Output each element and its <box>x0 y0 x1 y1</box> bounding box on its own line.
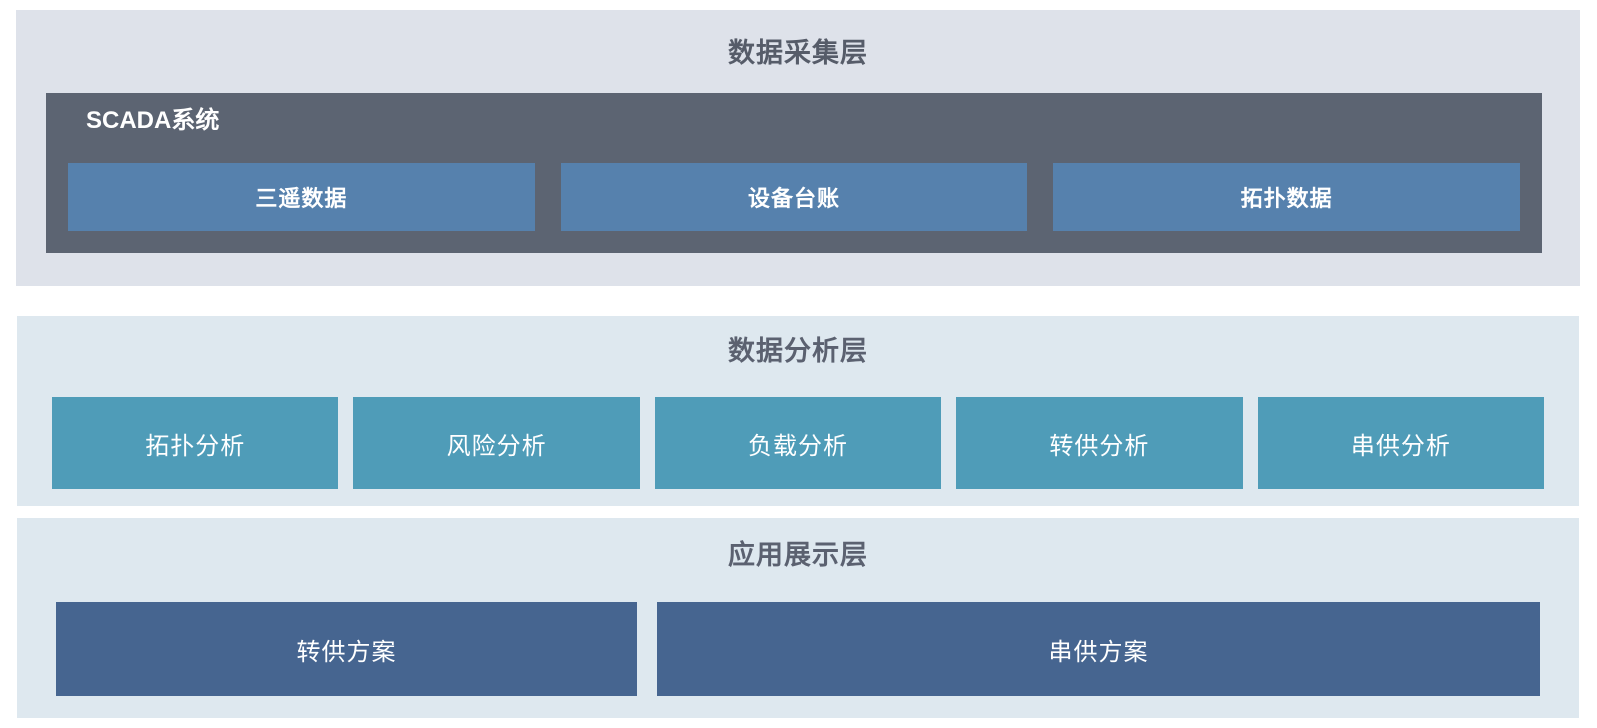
analysis-item-topology[interactable]: 拓扑分析 <box>52 397 339 489</box>
scada-group-label: SCADA系统 <box>86 107 220 134</box>
application-item-series-supply-plan[interactable]: 串供方案 <box>656 602 1540 696</box>
scada-group-box: SCADA系统 三遥数据 设备台账 拓扑数据 <box>46 93 1542 253</box>
scada-item-row: 三遥数据 设备台账 拓扑数据 <box>68 163 1521 231</box>
scada-item-equipment-ledger[interactable]: 设备台账 <box>560 163 1028 231</box>
layer-title-data-analysis: 数据分析层 <box>728 336 868 366</box>
layer-panel-application-presentation: 应用展示层 转供方案 串供方案 <box>17 518 1579 718</box>
analysis-item-series-supply[interactable]: 串供分析 <box>1257 397 1545 489</box>
layer-panel-data-collection: 数据采集层 SCADA系统 三遥数据 设备台账 拓扑数据 <box>16 10 1580 286</box>
analysis-item-row: 拓扑分析 风险分析 负载分析 转供分析 串供分析 <box>52 397 1545 489</box>
scada-item-telemetry[interactable]: 三遥数据 <box>68 163 535 231</box>
layer-panel-data-analysis: 数据分析层 拓扑分析 风险分析 负载分析 转供分析 串供分析 <box>17 316 1579 506</box>
layer-title-application-presentation: 应用展示层 <box>728 540 868 570</box>
scada-item-topology-data[interactable]: 拓扑数据 <box>1053 163 1521 231</box>
layer-title-data-collection: 数据采集层 <box>728 38 868 68</box>
analysis-item-load[interactable]: 负载分析 <box>654 397 942 489</box>
application-item-transfer-supply-plan[interactable]: 转供方案 <box>56 602 637 696</box>
application-item-row: 转供方案 串供方案 <box>56 602 1540 696</box>
analysis-item-transfer-supply[interactable]: 转供分析 <box>956 397 1243 489</box>
analysis-item-risk[interactable]: 风险分析 <box>353 397 640 489</box>
